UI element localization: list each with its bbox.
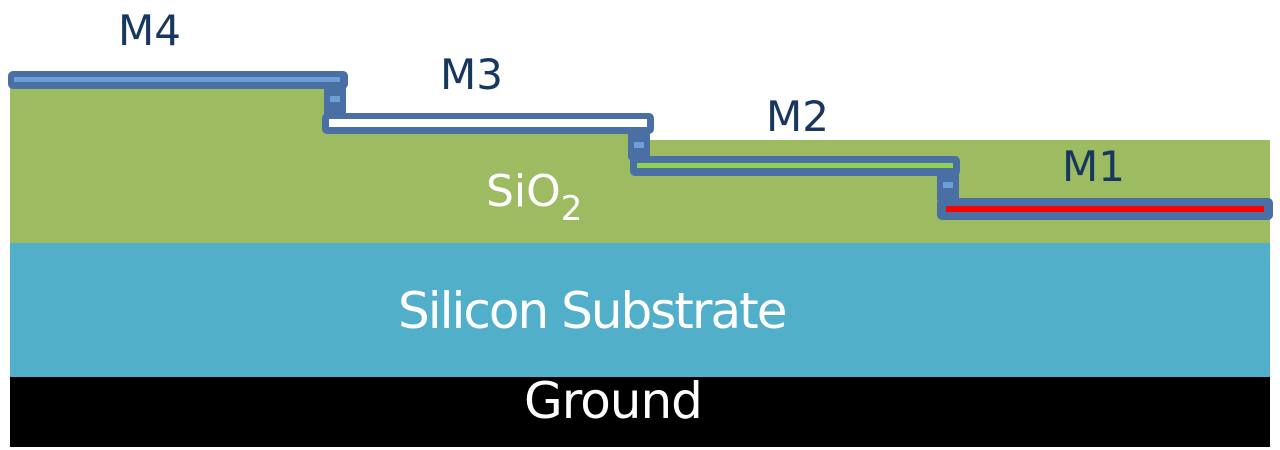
metal-m4-wire [8,71,348,89]
via-m3-m2 [628,132,650,160]
via-m3-m2-dot [634,142,644,148]
oxide-subscript: 2 [560,189,583,229]
metal-m2-core [637,163,953,168]
oxide-formula: SiO [486,166,561,217]
metal-m1-wire [937,198,1273,220]
metal-m2-label: M2 [766,92,829,141]
metal-m3-core [329,119,647,127]
oxide-layer-label: SiO2 [486,170,583,229]
metal-m4-core [14,77,340,82]
silicon-substrate-layer [10,243,1270,377]
metal-m4-label: M4 [118,6,181,55]
via-m4-m3 [324,86,346,116]
silicon-substrate-label: Silicon Substrate [398,282,787,340]
via-m4-m3-dot [330,96,340,102]
metal-m3-wire [322,113,654,134]
metal-m1-label: M1 [1062,142,1125,191]
metal-m2-wire [630,156,960,176]
via-m2-m1-dot [943,182,953,188]
metal-m1-core [946,206,1264,212]
ground-label: Ground [524,372,703,430]
via-m2-m1 [937,172,959,202]
metal-m3-label: M3 [440,50,503,99]
ground-layer [10,377,1270,447]
